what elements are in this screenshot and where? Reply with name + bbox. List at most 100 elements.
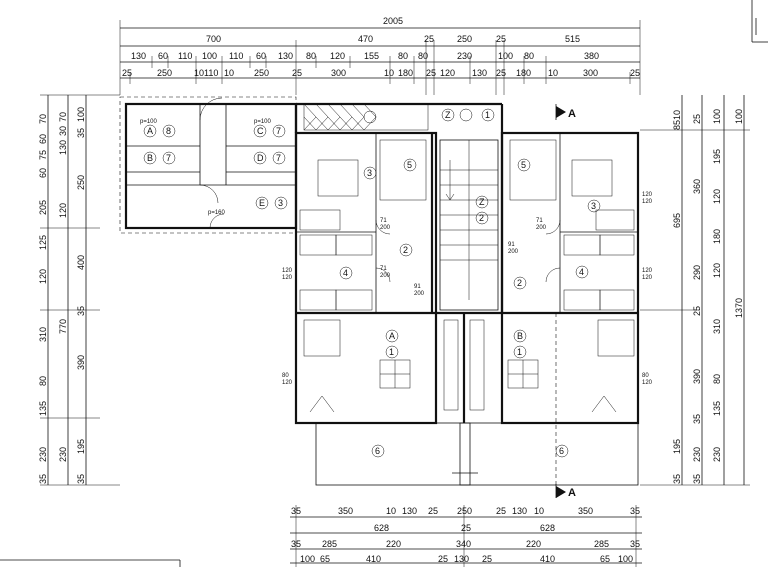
unit-a-rooms — [296, 133, 459, 413]
svg-text:B: B — [147, 153, 153, 163]
svg-text:10: 10 — [194, 68, 204, 78]
svg-text:220: 220 — [386, 539, 401, 549]
svg-text:25: 25 — [426, 68, 436, 78]
svg-text:1370: 1370 — [734, 298, 744, 318]
svg-text:350: 350 — [338, 506, 353, 516]
svg-text:230: 230 — [692, 447, 702, 462]
svg-text:A: A — [568, 487, 576, 499]
svg-text:360: 360 — [692, 179, 702, 194]
svg-text:135: 135 — [712, 401, 722, 416]
svg-text:25: 25 — [461, 523, 471, 533]
svg-text:390: 390 — [692, 369, 702, 384]
svg-text:60: 60 — [158, 51, 168, 61]
svg-text:120: 120 — [712, 189, 722, 204]
svg-text:10: 10 — [384, 68, 394, 78]
svg-text:35: 35 — [630, 539, 640, 549]
svg-text:30: 30 — [58, 126, 68, 136]
svg-text:1: 1 — [517, 347, 522, 357]
svg-text:100: 100 — [202, 51, 217, 61]
svg-text:65: 65 — [600, 554, 610, 564]
svg-text:135: 135 — [38, 401, 48, 416]
svg-text:195: 195 — [76, 439, 86, 454]
svg-text:250: 250 — [254, 68, 269, 78]
svg-text:310: 310 — [712, 319, 722, 334]
svg-text:35: 35 — [672, 474, 682, 484]
svg-text:195: 195 — [712, 149, 722, 164]
svg-text:60: 60 — [256, 51, 266, 61]
stair-core — [439, 139, 499, 311]
svg-text:60: 60 — [38, 168, 48, 178]
svg-text:3: 3 — [367, 168, 372, 178]
svg-text:340: 340 — [456, 539, 471, 549]
title-block-bottom — [0, 559, 181, 567]
title-block-corner — [751, 0, 768, 43]
svg-text:130: 130 — [472, 68, 487, 78]
unit-b-rooms — [469, 133, 638, 413]
svg-text:2: 2 — [479, 213, 484, 223]
svg-text:10: 10 — [534, 506, 544, 516]
svg-text:200: 200 — [414, 291, 425, 297]
svg-text:285: 285 — [594, 539, 609, 549]
svg-text:25: 25 — [428, 506, 438, 516]
svg-text:Z: Z — [445, 110, 451, 120]
svg-text:110: 110 — [204, 68, 218, 78]
svg-text:120: 120 — [642, 199, 653, 205]
svg-text:A: A — [568, 108, 576, 120]
svg-text:120: 120 — [642, 268, 653, 274]
svg-text:628: 628 — [540, 523, 555, 533]
svg-text:25: 25 — [496, 68, 506, 78]
svg-text:65: 65 — [320, 554, 330, 564]
svg-text:200: 200 — [508, 249, 519, 255]
svg-text:100: 100 — [76, 107, 86, 122]
svg-text:120: 120 — [642, 192, 653, 198]
top-dimension-lines — [119, 20, 641, 95]
svg-text:91: 91 — [508, 242, 515, 248]
dim-right: 10 85 25 100 100 195 360 120 695 180 120… — [672, 109, 744, 484]
svg-text:6: 6 — [559, 446, 564, 456]
svg-text:100: 100 — [300, 554, 315, 564]
svg-text:120: 120 — [712, 263, 722, 278]
storage-labels: A 8 B 7 C 7 D 7 E 3 p=100 p=100 p=160 — [140, 119, 288, 216]
svg-text:25: 25 — [692, 114, 702, 124]
svg-text:6: 6 — [375, 446, 380, 456]
svg-text:35: 35 — [76, 474, 86, 484]
dim-top-row3: 25 250 10 110 10 250 25 300 10 180 25 12… — [122, 68, 640, 78]
svg-text:35: 35 — [291, 506, 301, 516]
svg-text:205: 205 — [38, 200, 48, 215]
svg-text:71: 71 — [536, 218, 543, 224]
svg-text:D: D — [257, 153, 264, 163]
svg-text:80: 80 — [642, 373, 649, 379]
svg-text:230: 230 — [38, 447, 48, 462]
opening-labels: 71 200 71 200 91 200 91 200 120 120 80 1… — [282, 192, 653, 386]
svg-text:35: 35 — [692, 414, 702, 424]
bottom-dimension-lines — [290, 505, 642, 567]
svg-text:4: 4 — [343, 268, 348, 278]
svg-text:180: 180 — [712, 229, 722, 244]
svg-text:410: 410 — [540, 554, 555, 564]
section-mark-top: A — [555, 104, 576, 120]
svg-text:Z: Z — [479, 197, 485, 207]
svg-text:2: 2 — [403, 245, 408, 255]
svg-text:130: 130 — [58, 140, 68, 155]
svg-text:130: 130 — [278, 51, 293, 61]
svg-text:250: 250 — [457, 34, 472, 44]
svg-text:7: 7 — [276, 126, 281, 136]
svg-text:390: 390 — [76, 355, 86, 370]
dim-bottom: 35 350 10 130 25 250 25 130 10 350 35 62… — [291, 506, 640, 564]
svg-text:35: 35 — [76, 306, 86, 316]
terrace — [315, 313, 639, 486]
svg-text:7: 7 — [276, 153, 281, 163]
svg-text:25: 25 — [630, 68, 640, 78]
svg-text:10: 10 — [224, 68, 234, 78]
svg-text:120: 120 — [330, 51, 345, 61]
svg-text:25: 25 — [496, 506, 506, 516]
svg-text:120: 120 — [282, 268, 293, 274]
svg-text:695: 695 — [672, 213, 682, 228]
svg-text:1: 1 — [389, 347, 394, 357]
svg-text:80: 80 — [418, 51, 428, 61]
svg-text:4: 4 — [579, 267, 584, 277]
svg-text:200: 200 — [380, 273, 391, 279]
dim-left: 70 60 75 60 70 30 130 100 35 250 205 120… — [38, 107, 86, 484]
svg-text:10: 10 — [548, 68, 558, 78]
